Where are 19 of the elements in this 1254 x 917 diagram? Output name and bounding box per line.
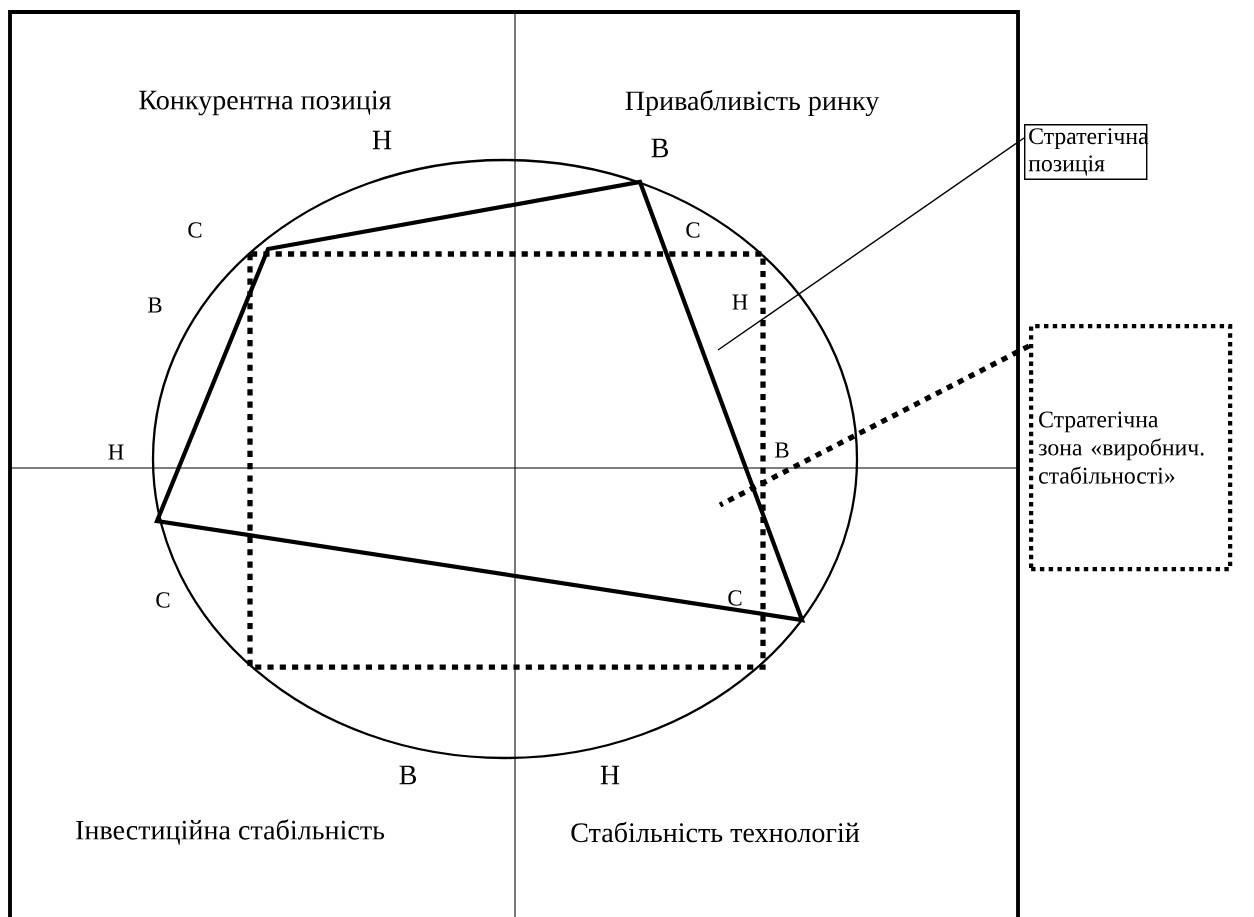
leader-line — [718, 343, 1031, 508]
quadrant-title: Привабливість ринку — [625, 89, 880, 117]
scale-letter: В — [399, 765, 416, 785]
scale-letter: С — [686, 222, 700, 238]
callout-box: Стратегічна зона «виробнич. стабільності» — [1029, 324, 1233, 572]
scale-letter: Н — [108, 444, 124, 460]
scale-letter: Н — [600, 765, 620, 785]
quadrant-title: Конкурентна позиція — [139, 90, 392, 116]
quadrant-title: Інвестиційна стабільність — [76, 819, 385, 845]
dotted-square — [247, 251, 766, 670]
scale-letter: В — [148, 297, 162, 313]
scale-letter: В — [775, 442, 789, 458]
scale-letter: Н — [732, 294, 748, 310]
scale-letter: С — [728, 590, 742, 606]
quadrant-title: Стабільність технологій — [571, 821, 860, 843]
scale-letter: С — [188, 222, 202, 238]
leader-line — [717, 137, 1025, 351]
scale-letter: Н — [372, 130, 392, 150]
scale-letter: С — [156, 592, 170, 608]
